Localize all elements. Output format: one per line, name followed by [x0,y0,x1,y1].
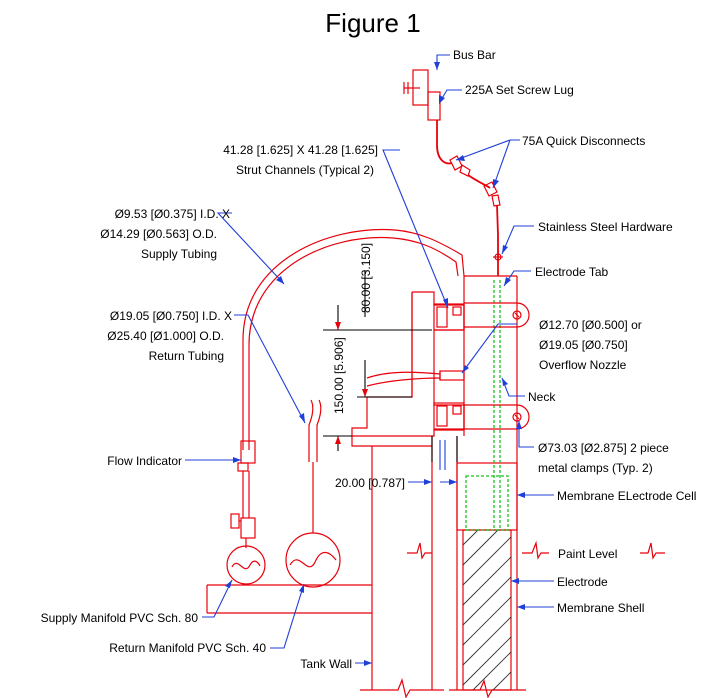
bus-bar-lug [403,69,441,121]
label-electrode-tab: Electrode Tab [535,265,608,279]
label-tank-wall: Tank Wall [300,657,352,671]
manifold-pipe [206,584,372,614]
cable [436,120,503,276]
label-neck: Neck [528,390,556,404]
label-bus-bar: Bus Bar [453,48,496,62]
dim-150: 150.00 [5.906] [332,337,346,414]
overflow-nozzle [366,370,465,387]
label-clamps-line2: metal clamps (Typ. 2) [538,461,653,475]
label-clamps-line1: Ø73.03 [Ø2.875] 2 piece [538,441,669,455]
strut-channels [433,303,465,430]
return-manifold [285,462,341,588]
supply-manifold [226,545,266,585]
neck [463,275,518,436]
electrode [462,529,512,691]
membrane-shell [449,436,526,698]
tank-wall [360,436,444,698]
dim-80: 80.00 [3.150] [359,243,373,313]
label-return-tubing-line2: Ø25.40 [Ø1.000] O.D. [107,329,224,343]
label-strut-line2: Strut Channels (Typical 2) [236,163,374,177]
label-paint-level: Paint Level [558,547,617,561]
label-return-tubing-line3: Return Tubing [149,349,224,363]
label-supply-manifold: Supply Manifold PVC Sch. 80 [41,611,199,625]
label-overflow-line1: Ø12.70 [Ø0.500] or [539,318,642,332]
label-membrane-cell: Membrane ELectrode Cell [557,489,696,503]
paint-level-marks [407,540,665,560]
figure-title: Figure 1 [325,8,420,38]
label-flow-indicator: Flow Indicator [107,454,182,468]
dimensions [323,270,458,485]
label-set-screw-lug: 225A Set Screw Lug [465,83,574,97]
label-quick-disconnects: 75A Quick Disconnects [522,134,645,148]
label-overflow-line3: Overflow Nozzle [539,358,627,372]
flow-indicator [230,440,256,548]
supply-tubing [242,228,465,450]
electrode-hatch [462,529,512,691]
assembly-drawing [206,69,665,698]
dimension-labels: 80.00 [3.150] 150.00 [5.906] 20.00 [0.78… [332,243,405,490]
label-stainless-hardware: Stainless Steel Hardware [538,220,673,234]
label-supply-tubing-line3: Supply Tubing [141,247,217,261]
label-supply-tubing-line2: Ø14.29 [Ø0.563] O.D. [100,227,217,241]
metal-clamps [464,302,530,430]
leader-lines [185,54,554,666]
dim-20: 20.00 [0.787] [335,476,405,490]
label-electrode: Electrode [557,575,608,589]
return-tubing [308,399,322,462]
label-return-tubing-line1: Ø19.05 [Ø0.750] I.D. X [110,309,232,323]
label-supply-tubing-line1: Ø9.53 [Ø0.375] I.D. X [115,207,230,221]
callout-labels: Bus Bar 225A Set Screw Lug 75A Quick Dis… [41,48,697,671]
label-membrane-shell: Membrane Shell [557,601,644,615]
label-strut-line1: 41.28 [1.625] X 41.28 [1.625] [223,143,378,157]
label-overflow-line2: Ø19.05 [Ø0.750] [539,338,628,352]
label-return-manifold: Return Manifold PVC Sch. 40 [109,641,266,655]
